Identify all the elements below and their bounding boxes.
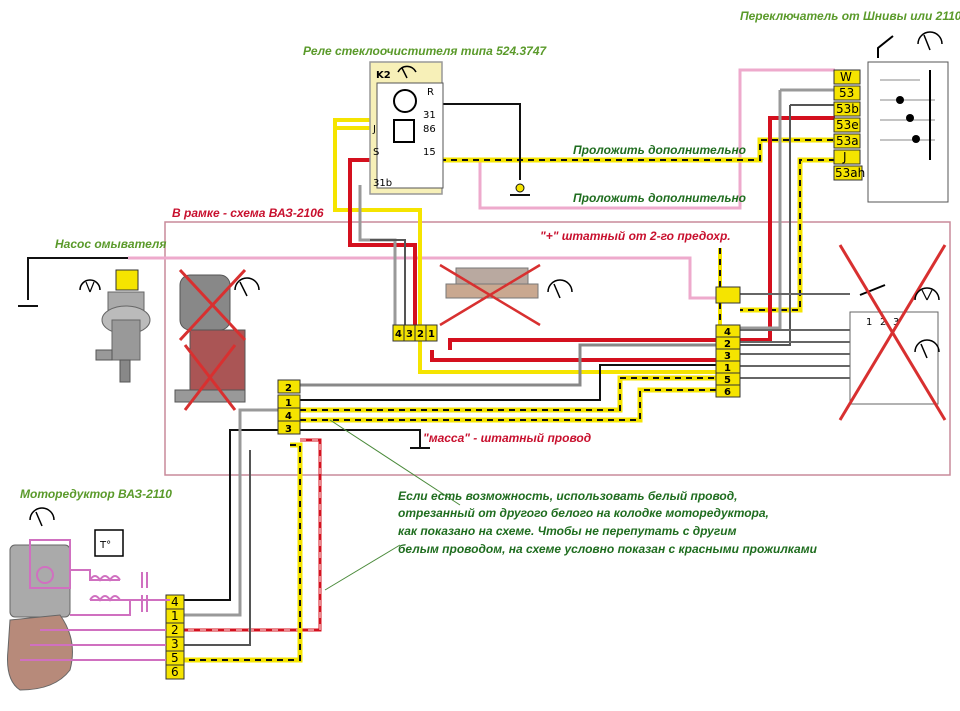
relay-wiper-icon	[397, 65, 417, 79]
connector-right-pin: 5	[724, 375, 731, 386]
connector-right-pin: 3	[724, 351, 731, 362]
connector-motor-pin: 5	[171, 651, 179, 665]
motor-wiper-icon	[29, 507, 55, 527]
connector-mid-pin: 1	[285, 398, 292, 409]
connector-4321-pin: 4	[395, 329, 402, 340]
connector-right-pin: 6	[724, 387, 731, 398]
old-switch-washer-icon	[914, 287, 940, 301]
note-arrow	[329, 419, 461, 506]
relay-label-k2: K2	[376, 70, 391, 81]
old-motor-wiper-icon	[234, 277, 260, 297]
connector-motor-pin: 1	[171, 609, 179, 623]
ground-label: "масса" - штатный провод	[423, 431, 591, 445]
plus-label: "+" штатный от 2-го предохр.	[540, 229, 731, 243]
switch-pin-w: W	[840, 70, 852, 84]
column-switch	[867, 61, 949, 203]
motor-title: Моторедуктор ВАЗ-2110	[20, 487, 172, 501]
connector-right-pin: 2	[724, 339, 731, 350]
connector-4321-pin: 2	[417, 329, 424, 340]
relay-pin-r: R	[427, 87, 434, 98]
motor-temp-label: T°	[99, 540, 111, 551]
switch-pin-53e: 53e	[836, 118, 859, 132]
relay-pin-15: 15	[423, 147, 436, 158]
vaz2106-frame	[164, 221, 951, 476]
connector-motor-pin: 6	[171, 665, 179, 679]
connector-motor-pin: 2	[171, 623, 179, 637]
connector-right-pin: 4	[724, 327, 731, 338]
pump-title: Насос омывателя	[55, 237, 166, 251]
frame-title: В рамке - схема ВАЗ-2106	[172, 206, 324, 220]
switch-pins: W 53 53b 53e 53a J 53ah	[833, 69, 865, 181]
switch-pin-53ah: 53ah	[835, 166, 865, 180]
note-line-1: Если есть возможность, использовать белы…	[398, 489, 738, 503]
route-label-1: Проложить дополнительно	[573, 143, 746, 157]
note-line-2: отрезанный от другого белого на колодке …	[398, 506, 769, 520]
relay-pin-31b: 31b	[373, 178, 392, 189]
washer-icon	[79, 279, 101, 293]
connector-4321-pin: 1	[428, 329, 435, 340]
note-line-3: как показано на схеме. Чтобы не перепута…	[398, 524, 737, 538]
relay-k2: K2 R 31 86 J S 15 31b	[369, 61, 444, 195]
wire-red-relay	[348, 158, 417, 340]
relay-pin-j: J	[372, 124, 376, 135]
connector-4321-pin: 3	[406, 329, 413, 340]
switch-wiper-icon	[917, 31, 943, 51]
wire-pink-pump	[128, 256, 730, 300]
switch-pin-j: J	[842, 150, 847, 164]
relay-title: Реле стеклоочистителя типа 524.3747	[303, 44, 548, 58]
old-relay-wiper-icon	[547, 279, 573, 299]
relay-pin-86: 86	[423, 124, 436, 135]
switch-lever-icon	[877, 35, 894, 58]
connector-right: 4 2 3 1 5 6	[715, 324, 741, 398]
connector-mid: 2 1 4 3	[277, 379, 301, 435]
connector-4321: 4 3 2 1	[392, 324, 438, 342]
connector-mid-pin: 4	[285, 411, 292, 422]
wire-yellow-main	[333, 120, 720, 374]
switch-pin-53a: 53a	[836, 134, 859, 148]
connector-right-pin: 1	[724, 363, 731, 374]
connector-pump-switch	[715, 286, 741, 304]
old-switch-pin-1: 1	[866, 317, 872, 328]
wire-to-motor-4	[170, 429, 280, 601]
motor-2110: T°	[7, 529, 170, 691]
switch-pin-53: 53	[839, 86, 854, 100]
old-switch-2106: 1 2 3	[838, 244, 947, 421]
switch-title: Переключатель от Шнивы или 2110	[740, 9, 960, 23]
old-switch-pin-3: 3	[893, 317, 899, 328]
wire-red-switch	[448, 116, 835, 350]
old-switch-pin-2: 2	[880, 317, 886, 328]
old-motor-2106	[174, 268, 247, 411]
route-label-2: Проложить дополнительно	[573, 191, 746, 205]
connector-mid-pin: 2	[285, 383, 292, 394]
connector-mid-pin: 3	[285, 424, 292, 435]
relay-pin-s: S	[373, 147, 379, 158]
note-line-4: белым проводом, на схеме условно показан…	[398, 542, 818, 556]
washer-pump	[95, 269, 151, 383]
connector-motor-pin: 4	[171, 595, 179, 609]
old-switch-wiper-icon	[914, 339, 940, 359]
connector-motor-pin: 3	[171, 637, 179, 651]
relay-pin-31: 31	[423, 110, 436, 121]
old-relay-2106	[439, 263, 541, 327]
connector-motor: 4 1 2 3 5 6	[165, 594, 185, 680]
switch-pin-53b: 53b	[836, 102, 859, 116]
